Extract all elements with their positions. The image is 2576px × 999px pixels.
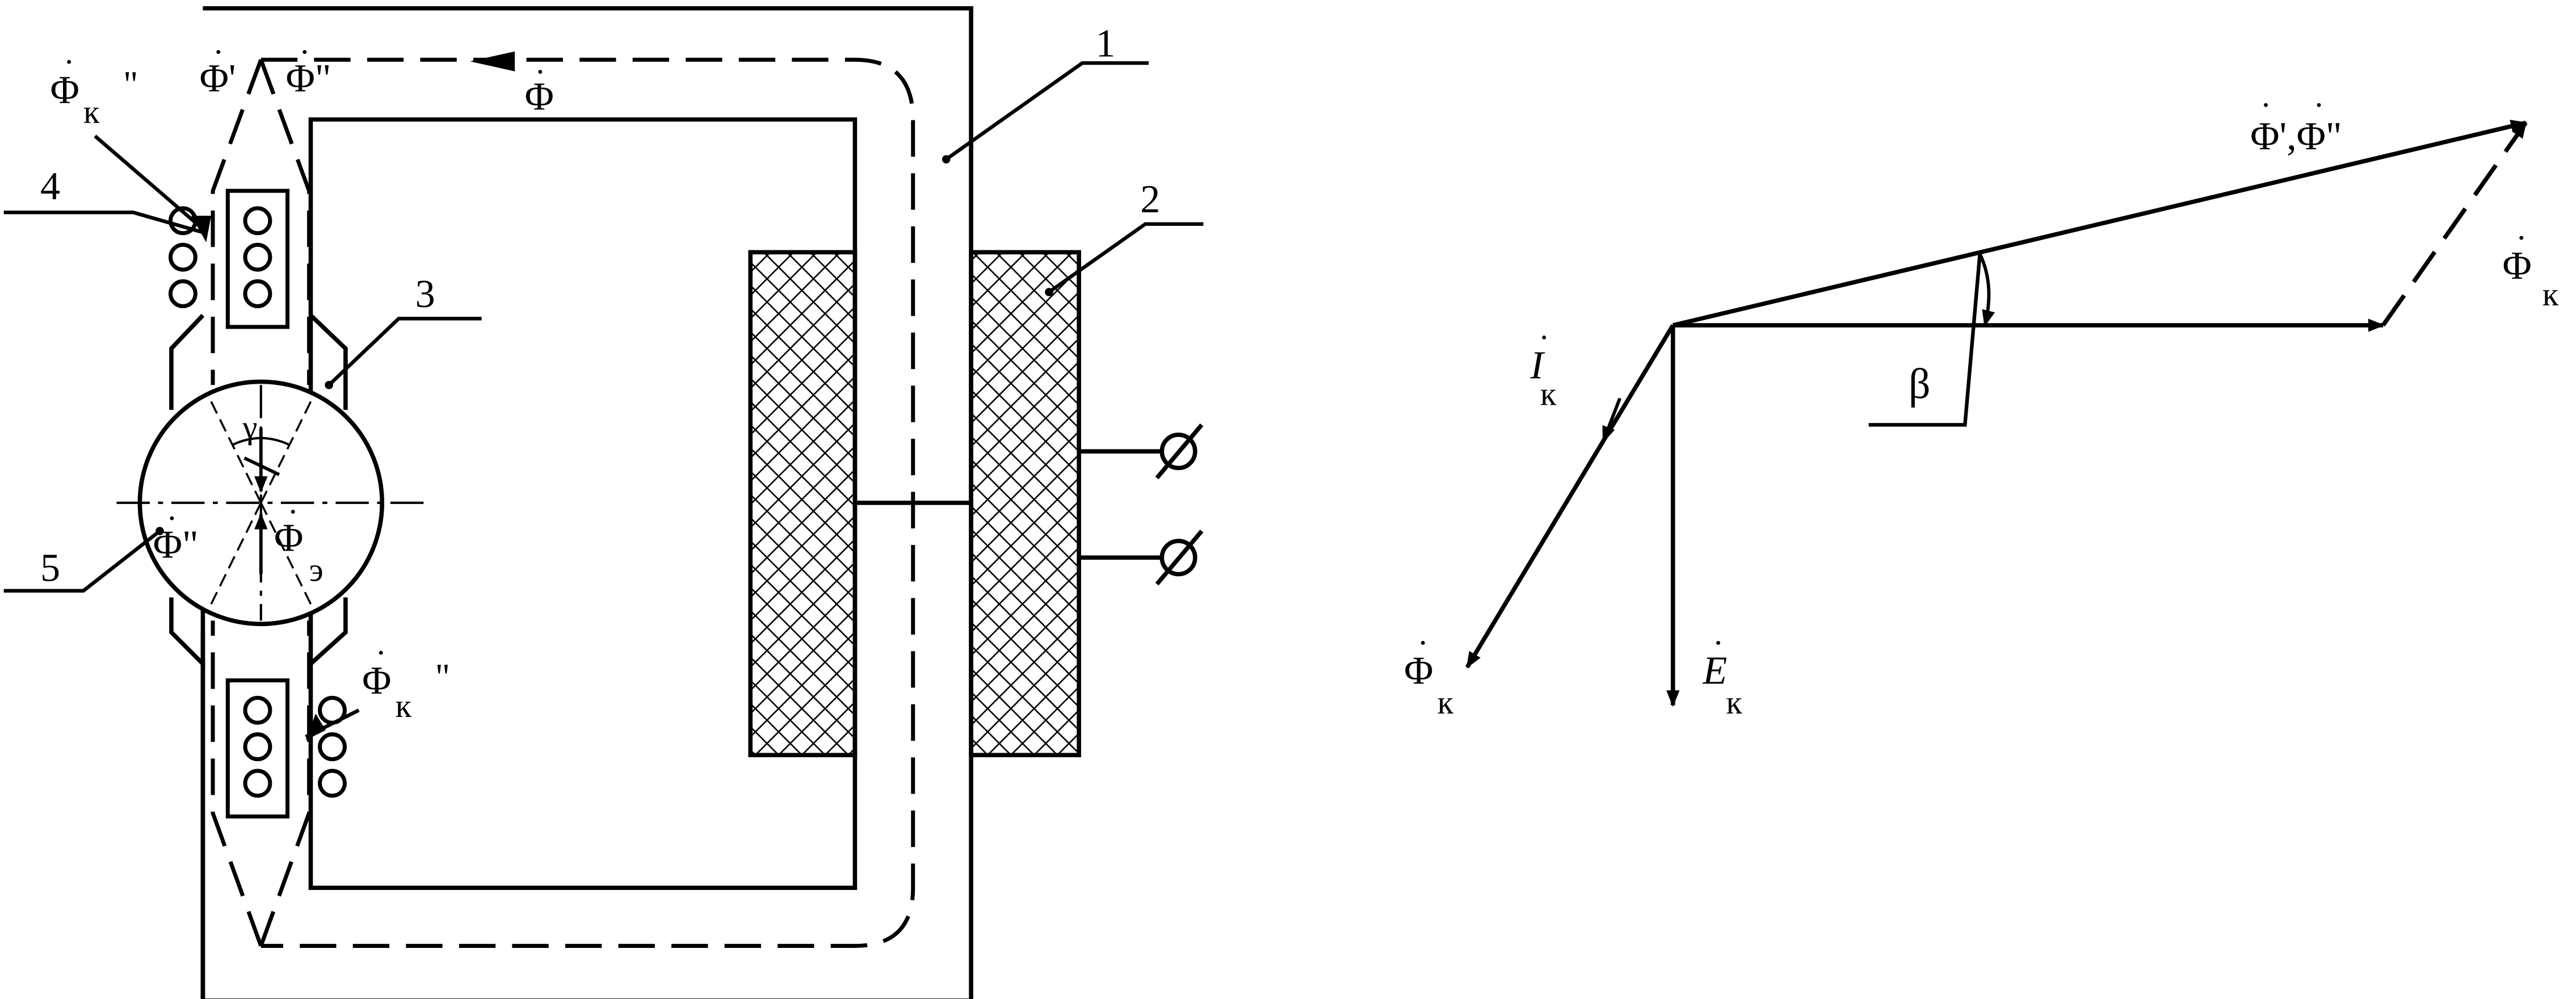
callout-3: 3: [415, 272, 435, 316]
short-circuit-winding-bottom: [225, 678, 347, 818]
phasor-phi-k-dashed: [2381, 121, 2528, 327]
dot-accent: ·: [2260, 87, 2271, 124]
phasor-i-k: [1465, 324, 1675, 669]
dot-accent: ·: [2313, 87, 2324, 124]
phi-k-bottom-primes: ": [435, 656, 450, 696]
left-diagram: [3, 6, 1204, 999]
phi-k-bottom-phasor-sub: к: [1438, 684, 1454, 721]
short-circuit-winding-top: [168, 188, 290, 329]
flux-double-prime-top-label: Φ": [286, 56, 331, 100]
phi-k-top-sub: к: [83, 93, 100, 130]
dot-accent: ·: [213, 33, 224, 70]
callout-2: 2: [1140, 177, 1160, 221]
callout-leaders: [3, 61, 1204, 738]
i-k-sub: к: [1540, 375, 1557, 412]
callout-dots: [156, 155, 1053, 740]
dot-accent: ·: [288, 493, 299, 530]
phasor-diagram: [1465, 120, 2528, 707]
main-flux-label: Φ: [525, 74, 554, 119]
i-k-label: I: [1529, 343, 1545, 388]
callout-4: 4: [40, 164, 60, 208]
gap-flux-arrows: [243, 428, 280, 574]
e-k-sub: к: [1726, 684, 1742, 721]
phi-k-right-sub: к: [2543, 276, 2559, 313]
gamma-label: γ: [242, 409, 258, 446]
dot-accent: ·: [1539, 319, 1549, 356]
phasor-phi-sum: [1672, 120, 2528, 328]
dot-accent: ·: [166, 500, 177, 537]
dot-accent: ·: [535, 53, 545, 90]
phi-k-bottom-sub: к: [396, 687, 412, 724]
phi-sum-label: Φ',Φ": [2250, 114, 2342, 158]
e-k-label: E: [1702, 649, 1727, 693]
phi-k-top-primes: ": [123, 64, 138, 104]
phi-k-bottom-phasor-label: Φ: [1404, 649, 1433, 693]
phi-k-right-label: Φ: [2503, 244, 2532, 288]
dot-accent: ·: [1713, 624, 1724, 661]
dot-accent: ·: [2516, 220, 2527, 257]
phasor-labels: Φ',Φ" · · Φ · к β I · к E · к Φ · к: [1404, 87, 2559, 721]
left-diagram-labels: 1 2 3 4 5 Φ · Φ' · Φ" · Φ · к " Φ · к " …: [40, 21, 1160, 724]
beta-leader: [1868, 254, 1982, 427]
phi-e-sub: э: [309, 551, 323, 588]
magnetizing-coil: [748, 250, 1081, 758]
phi-k-bottom-label: Φ: [362, 658, 391, 703]
dot-accent: ·: [1418, 624, 1428, 661]
callout-1: 1: [1095, 21, 1115, 65]
phi-e-label: Φ: [274, 516, 303, 560]
callout-5: 5: [40, 545, 60, 590]
beta-arc: [1978, 253, 1995, 327]
phasor-i-k-marker: [1602, 397, 1621, 443]
beta-label: β: [1909, 360, 1931, 408]
flux-paths: [211, 57, 915, 948]
dot-accent: ·: [376, 634, 386, 671]
disk: [116, 379, 429, 627]
dot-accent: ·: [64, 44, 74, 81]
flux-prime-label: Φ': [200, 56, 236, 100]
coil-terminals: [1079, 423, 1204, 586]
main-flux-arrow: [470, 51, 515, 72]
dot-accent: ·: [299, 33, 310, 70]
flux-double-prime-disk-label: Φ": [153, 522, 199, 566]
phi-k-top-label: Φ: [51, 68, 79, 112]
